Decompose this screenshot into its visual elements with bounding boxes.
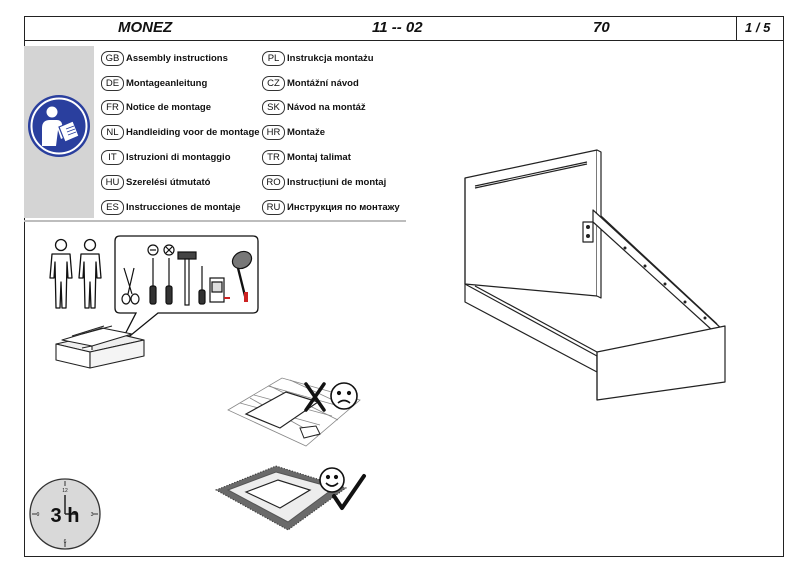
language-code: SK bbox=[262, 99, 285, 115]
language-row-es: ES Instrucciones de montaje bbox=[101, 199, 241, 215]
clock-number-6: 6 bbox=[64, 539, 67, 545]
model-name: MONEZ bbox=[118, 19, 173, 36]
check-mark-icon bbox=[332, 474, 366, 510]
language-label: Szerelési útmutató bbox=[126, 176, 211, 188]
language-row-pl: PL Instrukcja montażu bbox=[262, 50, 374, 66]
screwdriver-minus-icon bbox=[147, 244, 159, 305]
model-code: 11 -- 02 bbox=[372, 19, 423, 36]
header-divider bbox=[24, 40, 784, 41]
model-number: 70 bbox=[593, 19, 610, 36]
sad-face-icon bbox=[330, 382, 358, 410]
language-label: Notice de montage bbox=[126, 101, 211, 113]
assembly-time: 3 h bbox=[51, 505, 80, 527]
language-code: RO bbox=[262, 174, 285, 190]
language-row-ro: RO Instrucțiuni de montaj bbox=[262, 174, 386, 190]
language-code: HR bbox=[262, 124, 285, 140]
manual-reading-icon bbox=[28, 95, 90, 157]
clock-number-9: 9 bbox=[37, 512, 40, 518]
language-label: Návod na montáž bbox=[287, 101, 366, 113]
cross-mark-icon bbox=[304, 382, 326, 412]
awl-icon bbox=[198, 266, 206, 305]
good-rug-scene bbox=[214, 465, 348, 531]
bad-indicator bbox=[304, 382, 358, 412]
language-row-fr: FR Notice de montage bbox=[101, 99, 211, 115]
two-persons-icon bbox=[49, 238, 102, 309]
language-row-tr: TR Montaj talimat bbox=[262, 149, 351, 165]
happy-face-icon bbox=[319, 467, 345, 493]
page-number: 1 / 5 bbox=[745, 20, 771, 35]
language-code: DE bbox=[101, 75, 124, 91]
scissors-icon bbox=[121, 267, 140, 305]
language-row-hr: HR Montaže bbox=[262, 124, 325, 140]
language-code: HU bbox=[101, 174, 124, 190]
language-row-hu: HU Szerelési útmutató bbox=[101, 174, 210, 190]
language-panel-underline bbox=[24, 220, 406, 222]
language-code: CZ bbox=[262, 75, 285, 91]
language-label: Montaj talimat bbox=[287, 151, 351, 163]
hammer-icon bbox=[177, 251, 197, 306]
language-code: TR bbox=[262, 149, 285, 165]
language-row-cz: CZ Montážní návod bbox=[262, 75, 359, 91]
tape-measure-icon bbox=[209, 277, 230, 303]
language-label: Montaže bbox=[287, 126, 325, 138]
language-label: Montážní návod bbox=[287, 77, 359, 89]
rubber-mallet-icon bbox=[231, 250, 253, 302]
language-label: Montageanleitung bbox=[126, 77, 208, 89]
clock-number-3: 3 bbox=[91, 512, 94, 518]
clock-icon: 12 3 6 9 3 h bbox=[29, 478, 101, 550]
language-code: GB bbox=[101, 50, 124, 66]
page-frame bbox=[24, 16, 784, 557]
language-row-gb: GB Assembly instructions bbox=[101, 50, 228, 66]
language-label: Инструкция по монтажу bbox=[287, 201, 400, 213]
screwdriver-cross-icon bbox=[163, 244, 175, 305]
language-label: Instrukcja montażu bbox=[287, 52, 374, 64]
language-code: FR bbox=[101, 99, 124, 115]
language-label: Instrucciones de montaje bbox=[126, 201, 241, 213]
language-label: Instrucțiuni de montaj bbox=[287, 176, 387, 188]
language-code: PL bbox=[262, 50, 285, 66]
language-row-de: DE Montageanleitung bbox=[101, 75, 207, 91]
clock-number-12: 12 bbox=[62, 488, 68, 494]
language-row-sk: SK Návod na montáž bbox=[262, 99, 366, 115]
language-code: NL bbox=[101, 124, 124, 140]
bad-floor-scene bbox=[227, 377, 361, 447]
header-page-divider bbox=[736, 16, 737, 40]
toolbox-icon bbox=[55, 325, 145, 369]
language-code: ES bbox=[101, 199, 124, 215]
language-label: Assembly instructions bbox=[126, 52, 228, 64]
language-code: RU bbox=[262, 199, 285, 215]
language-label: Istruzioni di montaggio bbox=[126, 151, 231, 163]
language-label: Handleiding voor de montage bbox=[126, 126, 260, 138]
good-indicator bbox=[319, 467, 366, 510]
tool-set bbox=[121, 244, 253, 306]
language-row-ru: RU Инструкция по монтажу bbox=[262, 199, 400, 215]
language-code: IT bbox=[101, 149, 124, 165]
language-row-nl: NL Handleiding voor de montage bbox=[101, 124, 260, 140]
language-row-it: IT Istruzioni di montaggio bbox=[101, 149, 231, 165]
bed-frame-illustration bbox=[464, 149, 726, 401]
